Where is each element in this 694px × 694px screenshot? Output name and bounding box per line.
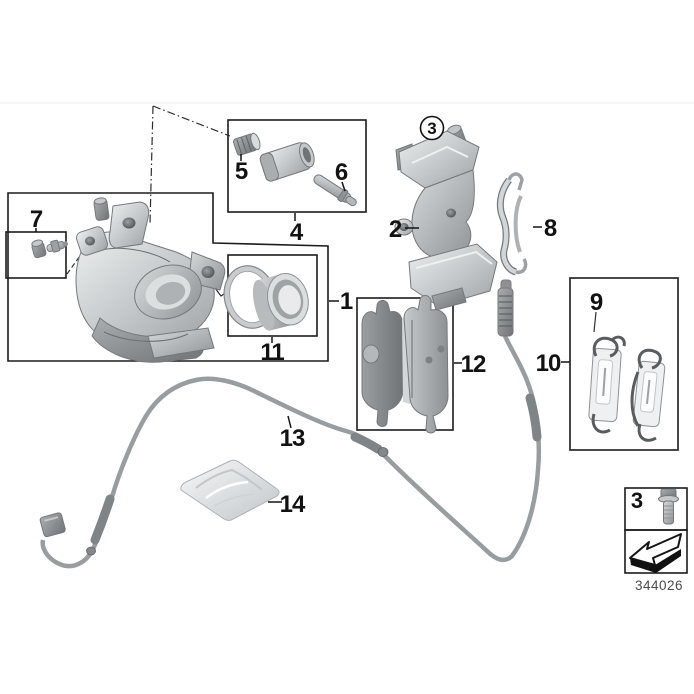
bleeder-valve-kit-illustration (31, 239, 69, 259)
pad-retainer-clips-illustration (588, 335, 666, 442)
guide-sleeve (259, 142, 315, 182)
callout-4: 4 (290, 219, 304, 246)
bolt-icon (658, 488, 679, 525)
callout-8: 8 (544, 215, 557, 242)
grease-sachet-illustration (180, 459, 280, 521)
callout-14: 14 (280, 491, 306, 518)
wear-sensor-cable-illustration (39, 279, 542, 569)
figure-number: 344026 (635, 578, 683, 593)
anti-rattle-spring-illustration (496, 172, 528, 276)
legend-panel (624, 487, 688, 574)
part-group-boxes (5, 119, 679, 451)
part-6-guide-pin (313, 174, 357, 207)
callout-5: 5 (235, 158, 248, 185)
box-brake-pads-12 (356, 297, 454, 431)
callout-11: 11 (260, 339, 284, 366)
callout-2: 2 (389, 216, 402, 243)
callout-7: 7 (30, 206, 43, 233)
guide-bolt-kit-illustration (233, 132, 357, 207)
box-caliper-group-1 (7, 192, 329, 362)
box-guide-bolt-kit-4 (227, 119, 367, 213)
caliper-carrier-illustration (394, 124, 498, 311)
piston-seal-kit-illustration (223, 265, 309, 331)
callout-6: 6 (335, 159, 348, 186)
callout-3-circled: 3 (427, 119, 436, 138)
callout-labels: 1 2 4 5 6 7 8 9 10 11 12 13 14 3 3 34402… (30, 115, 683, 593)
callout-12: 12 (461, 351, 486, 378)
direction-arrow-icon (629, 533, 682, 573)
callout-ticks (35, 154, 570, 503)
callout-10: 10 (536, 350, 561, 377)
brake-caliper-illustration (75, 197, 226, 363)
part-5-bushing (233, 132, 261, 156)
callout-1: 1 (340, 288, 353, 315)
cable-end-connector (39, 512, 66, 538)
circled-callout-3: 3 (419, 115, 445, 141)
callout-9: 9 (590, 289, 603, 316)
legend-bolt-ref: 3 (631, 488, 643, 513)
callout-13: 13 (280, 425, 305, 452)
brake-pads-illustration (361, 295, 449, 434)
sensor-plug (497, 279, 514, 337)
box-retainer-clips-10 (569, 277, 679, 451)
